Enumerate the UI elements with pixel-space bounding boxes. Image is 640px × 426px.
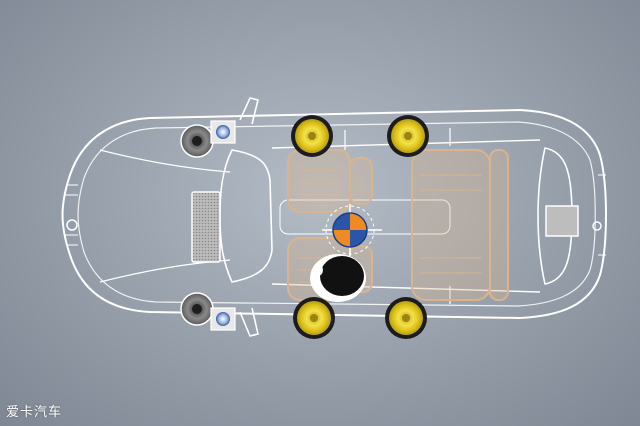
rear-emblem: [592, 221, 602, 231]
seat-front-left: [287, 149, 373, 213]
woofer-rear-right: [385, 297, 427, 339]
speaker-front-right-midrange: [180, 292, 214, 326]
seat-rear: [411, 149, 509, 301]
woofer-front-left: [291, 115, 333, 157]
speaker-front-right-tweeter: [210, 307, 236, 331]
rear-deck-speaker: [545, 205, 579, 237]
front-emblem: [66, 219, 78, 231]
watermark-logo-text: 爱卡汽车: [6, 405, 63, 420]
car-body-outline: [61, 97, 607, 337]
seats: [287, 149, 509, 301]
woofer-front-right: [293, 297, 335, 339]
woofer-rear-left: [387, 115, 429, 157]
crosshair-target-icon: [322, 204, 382, 256]
speaker-front-left-midrange: [180, 124, 214, 158]
dashboard-center-speaker: [191, 191, 221, 263]
speaker-front-left-tweeter: [210, 120, 236, 144]
listener-head-icon: [310, 254, 366, 302]
